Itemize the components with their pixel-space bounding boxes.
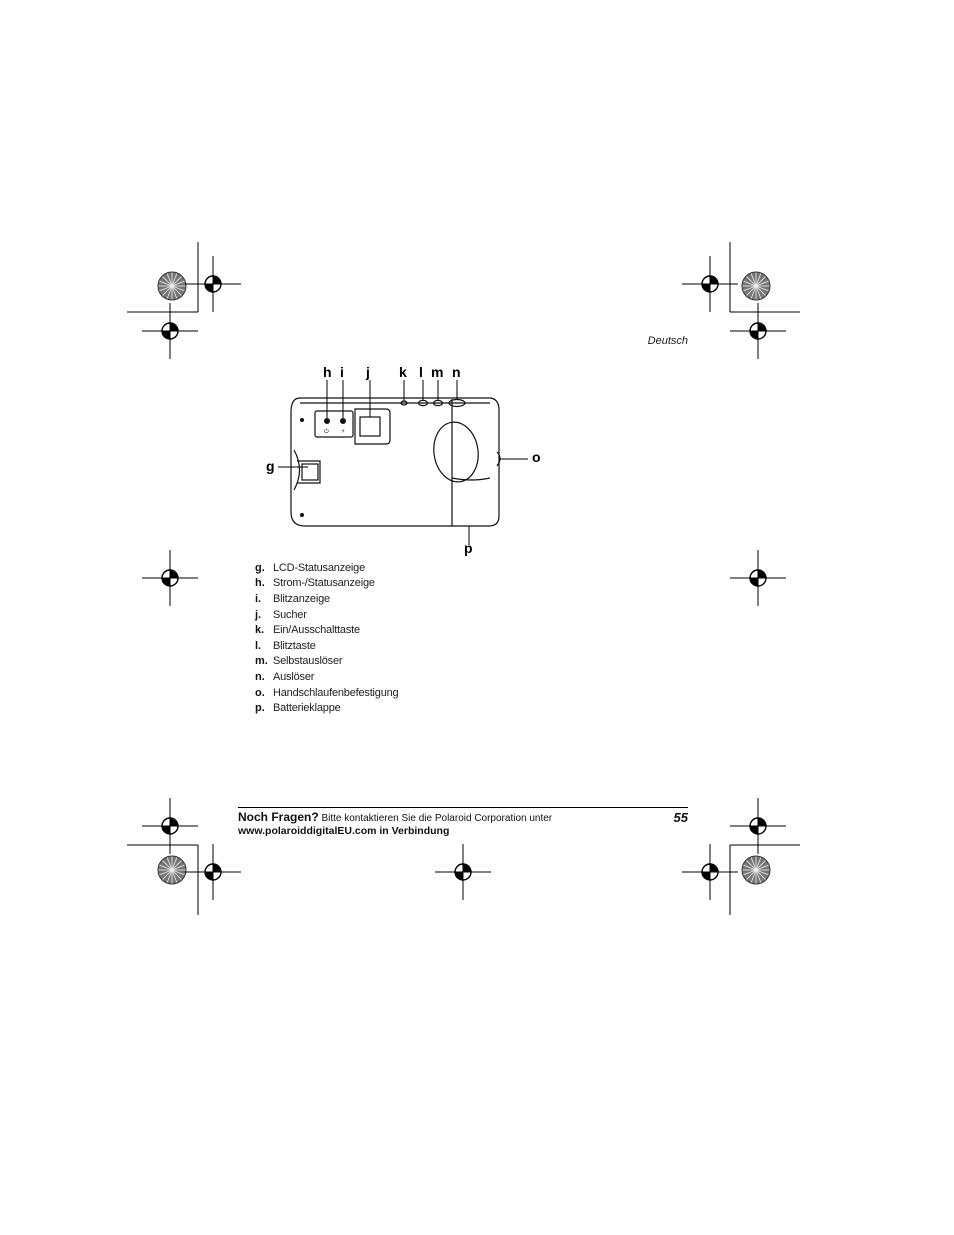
legend-item: k. Ein/Ausschalttaste bbox=[255, 622, 398, 638]
footer-question: Noch Fragen? bbox=[238, 810, 319, 824]
legend-text: LCD-Statusanzeige bbox=[273, 561, 365, 574]
legend-item: j. Sucher bbox=[255, 607, 398, 623]
legend-letter: p. bbox=[255, 702, 265, 715]
legend-text: Auslöser bbox=[273, 670, 315, 683]
callout-l: l bbox=[419, 364, 423, 380]
footer-divider bbox=[238, 807, 688, 808]
legend-item: p. Batterieklappe bbox=[255, 700, 398, 716]
legend-item: m. Selbstauslöser bbox=[255, 654, 398, 670]
footer: Noch Fragen? Bitte kontaktieren Sie die … bbox=[238, 811, 688, 838]
callout-p: p bbox=[464, 540, 473, 556]
callout-m: m bbox=[431, 364, 444, 380]
legend-letter: j. bbox=[255, 608, 262, 621]
language-label: Deutsch bbox=[647, 335, 688, 347]
legend-text: Ein/Ausschalttaste bbox=[273, 624, 360, 637]
legend-text: Blitzanzeige bbox=[273, 592, 330, 605]
legend-item: i. Blitzanzeige bbox=[255, 591, 398, 607]
legend-item: n. Auslöser bbox=[255, 669, 398, 685]
legend-letter: m. bbox=[255, 655, 268, 668]
legend-letter: o. bbox=[255, 686, 265, 699]
legend-text: Blitztaste bbox=[273, 639, 316, 652]
legend-text: Sucher bbox=[273, 608, 307, 621]
legend-item: h. Strom-/Statusanzeige bbox=[255, 576, 398, 592]
legend-letter: g. bbox=[255, 561, 265, 574]
parts-legend: g. LCD-Statusanzeige h. Strom-/Statusanzeig… bbox=[255, 560, 399, 716]
legend-letter: h. bbox=[255, 577, 265, 590]
legend-text: Handschlaufenbefestigung bbox=[273, 686, 399, 699]
legend-letter: l. bbox=[255, 639, 262, 652]
page-number: 55 bbox=[673, 810, 688, 825]
callout-i: i bbox=[340, 364, 344, 380]
callout-k: k bbox=[399, 364, 407, 380]
legend-text: Strom-/Statusanzeige bbox=[273, 577, 375, 590]
legend-item: o. Handschlaufenbefestigung bbox=[255, 685, 399, 701]
legend-letter: i. bbox=[255, 592, 262, 605]
legend-item: g. LCD-Statusanzeige bbox=[255, 560, 398, 576]
svg-text:⚡: ⚡ bbox=[341, 428, 345, 435]
legend-item: l. Blitztaste bbox=[255, 638, 398, 654]
callout-o: o bbox=[532, 449, 541, 465]
callout-g: g bbox=[266, 458, 275, 474]
callout-j: j bbox=[366, 364, 370, 380]
camera-back-diagram: ⏻ ⚡ bbox=[278, 380, 528, 545]
legend-text: Selbstauslöser bbox=[273, 655, 343, 668]
callout-n: n bbox=[452, 364, 461, 380]
footer-url: www.polaroiddigitalEU.com in Verbindung bbox=[238, 825, 450, 837]
legend-letter: k. bbox=[255, 624, 265, 637]
callout-h: h bbox=[323, 364, 332, 380]
legend-letter: n. bbox=[255, 670, 265, 683]
footer-text: Bitte kontaktieren Sie die Polaroid Corp… bbox=[321, 813, 553, 824]
legend-text: Batterieklappe bbox=[273, 702, 341, 715]
svg-text:⏻: ⏻ bbox=[324, 428, 329, 435]
